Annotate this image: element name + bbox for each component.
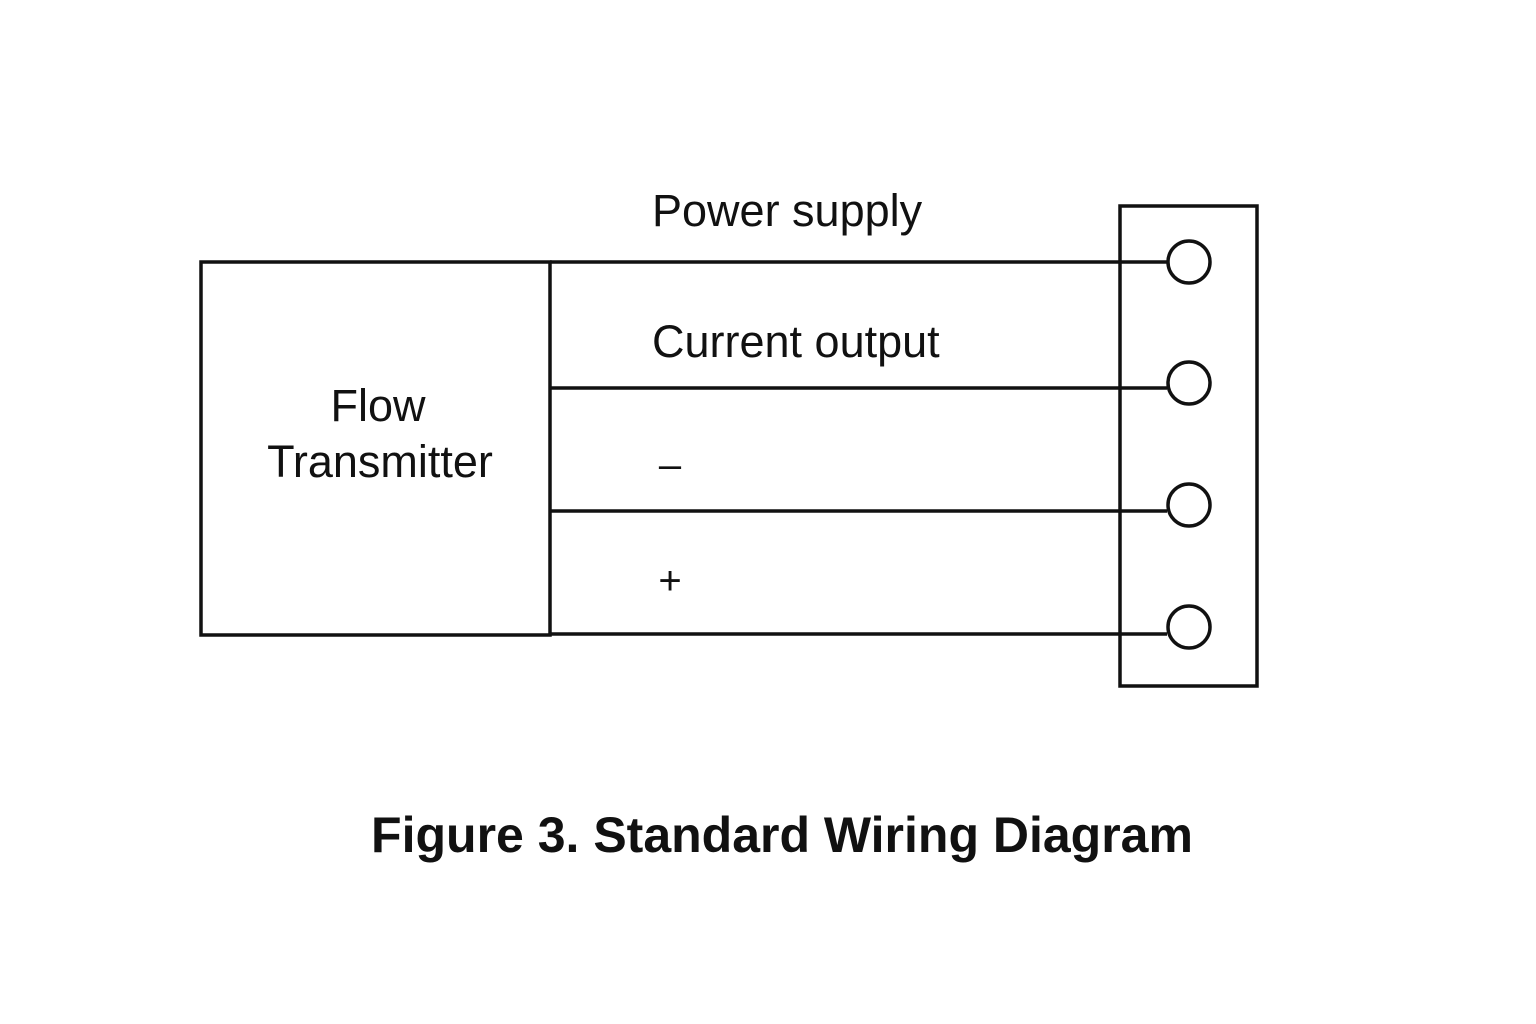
terminal-3 bbox=[1166, 482, 1212, 528]
device-label-line2: Transmitter bbox=[267, 436, 493, 487]
label-positive: + bbox=[658, 559, 681, 603]
label-power-supply: Power supply bbox=[652, 185, 923, 236]
terminal-1 bbox=[1166, 239, 1212, 285]
figure-caption: Figure 3. Standard Wiring Diagram bbox=[371, 807, 1193, 863]
device-label-line1: Flow bbox=[330, 380, 426, 431]
flow-transmitter-box bbox=[199, 260, 552, 637]
terminal-2 bbox=[1166, 360, 1212, 406]
label-negative: – bbox=[659, 443, 682, 487]
label-current-output: Current output bbox=[652, 316, 940, 367]
terminal-4 bbox=[1166, 604, 1212, 650]
terminal-block bbox=[1118, 204, 1259, 688]
